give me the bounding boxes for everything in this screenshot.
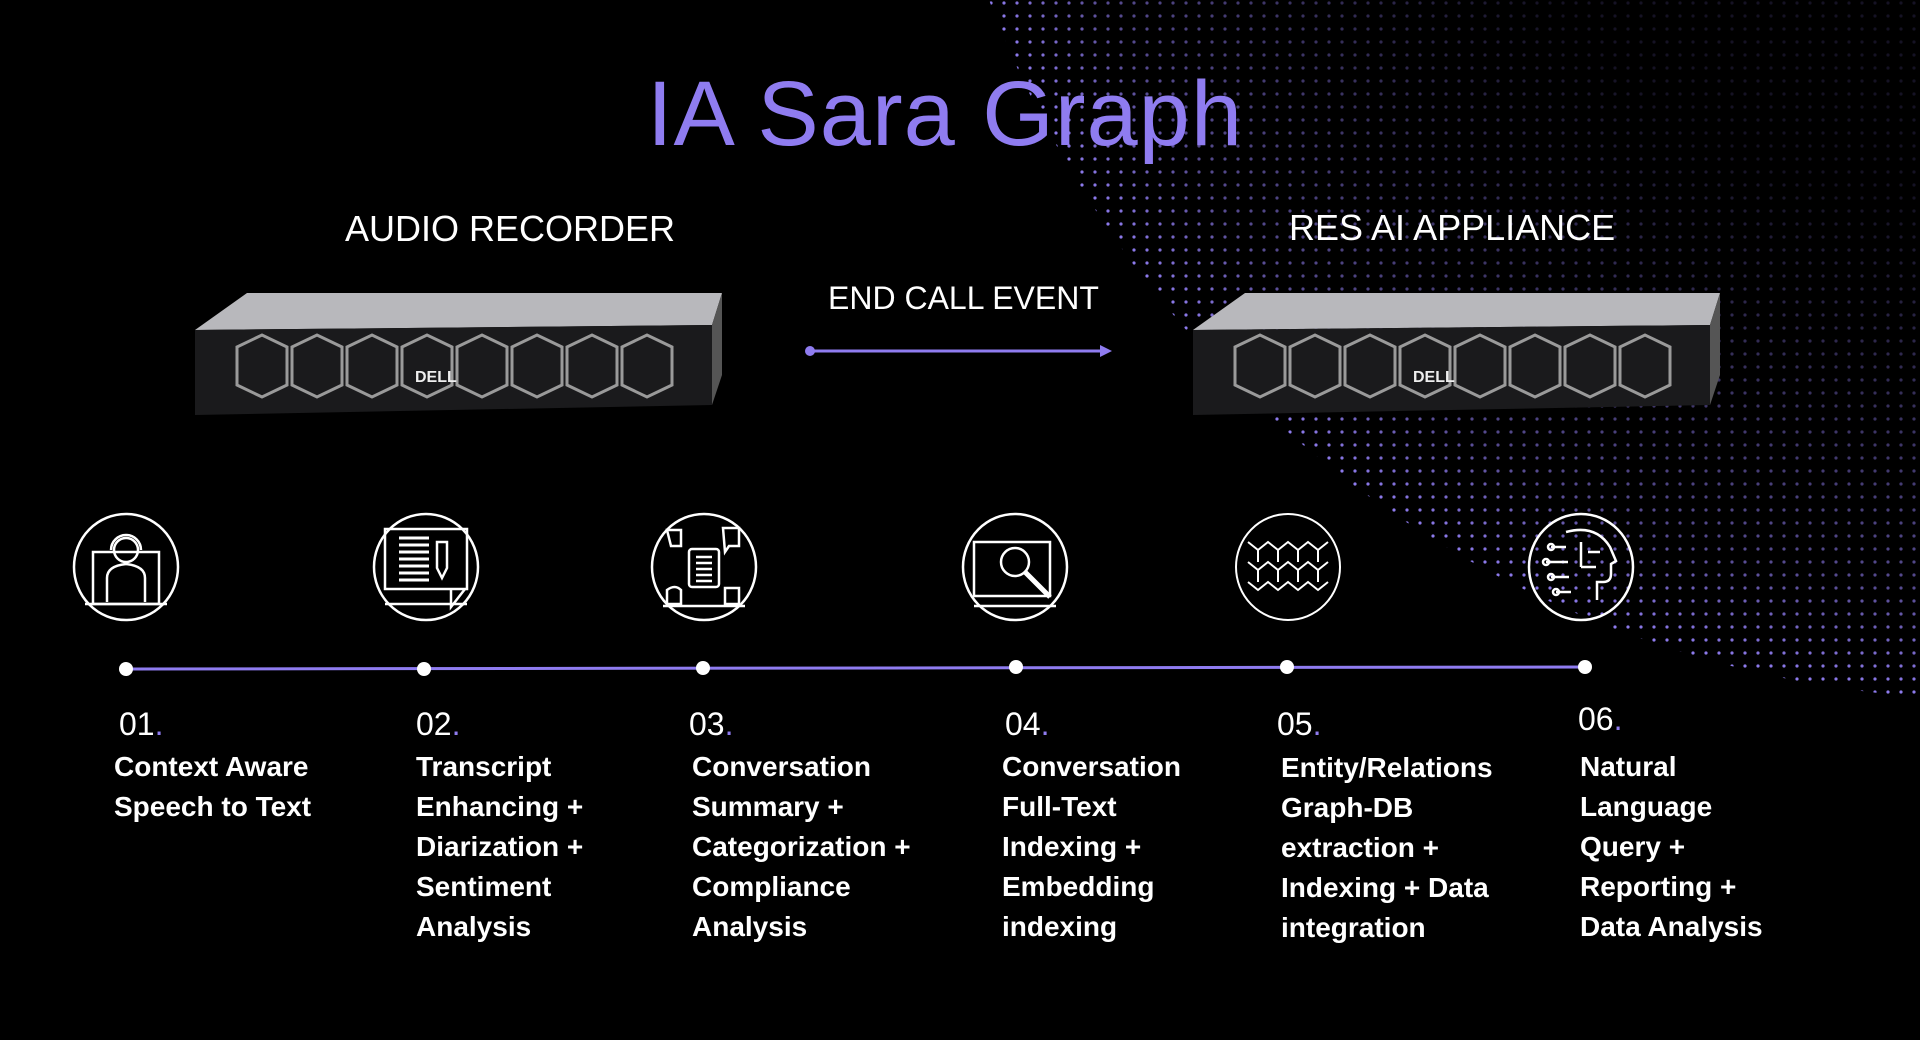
step-line: Language bbox=[1580, 791, 1713, 822]
step-line: Conversation bbox=[1002, 751, 1181, 782]
step-line: Entity/Relations bbox=[1281, 752, 1493, 783]
step-line: Transcript bbox=[416, 751, 552, 782]
step-line: Graph-DB bbox=[1281, 792, 1414, 823]
step-line: Indexing + Data bbox=[1281, 872, 1489, 903]
step-number: 03 bbox=[689, 706, 725, 742]
step-line: Analysis bbox=[692, 911, 808, 942]
step-03-description: Conversation Summary + Categorization + … bbox=[692, 747, 911, 947]
step-number: 06 bbox=[1578, 701, 1614, 737]
step-02: 02. bbox=[416, 706, 461, 742]
graph-network-icon bbox=[1235, 513, 1341, 621]
headset-agent-icon bbox=[72, 512, 180, 622]
step-line: Enhancing + bbox=[416, 791, 584, 822]
step-04: 04. bbox=[1005, 706, 1050, 742]
step-number: 02 bbox=[416, 706, 452, 742]
timeline bbox=[119, 660, 1592, 676]
step-line: Data Analysis bbox=[1580, 911, 1763, 942]
res-ai-appliance-label: RES AI APPLIANCE bbox=[1289, 207, 1616, 248]
step-number: 05 bbox=[1277, 706, 1313, 742]
step-06: 06. bbox=[1578, 701, 1623, 737]
chat-summary-icon bbox=[650, 512, 758, 622]
step-01-description: Context Aware Speech to Text bbox=[114, 747, 311, 827]
step-line: Diarization + bbox=[416, 831, 584, 862]
step-line: Natural bbox=[1580, 751, 1677, 782]
timeline-dot-04 bbox=[1009, 660, 1023, 674]
step-04-description: Conversation Full-Text Indexing + Embedd… bbox=[1002, 747, 1181, 947]
step-05: 05. bbox=[1277, 706, 1322, 742]
step-line: Analysis bbox=[416, 911, 532, 942]
step-line: extraction + bbox=[1281, 832, 1439, 863]
timeline-dot-03 bbox=[696, 661, 710, 675]
svg-text:DELL: DELL bbox=[415, 369, 457, 386]
step-05-description: Entity/Relations Graph-DB extraction + I… bbox=[1281, 748, 1493, 948]
timeline-dot-06 bbox=[1578, 660, 1592, 674]
end-call-event-label: END CALL EVENT bbox=[828, 280, 1099, 316]
step-line: Context Aware bbox=[114, 751, 309, 782]
event-arrow bbox=[805, 345, 1112, 357]
step-01: 01. bbox=[119, 706, 164, 742]
svg-text:DELL: DELL bbox=[1413, 369, 1455, 386]
step-line: Indexing + bbox=[1002, 831, 1142, 862]
step-number: 04 bbox=[1005, 706, 1041, 742]
step-line: Speech to Text bbox=[114, 791, 312, 822]
audio-recorder-server-image: DELL bbox=[195, 293, 722, 415]
step-line: Embedding bbox=[1002, 871, 1155, 902]
step-line: Summary + bbox=[692, 791, 844, 822]
timeline-dot-05 bbox=[1280, 660, 1294, 674]
step-line: Conversation bbox=[692, 751, 871, 782]
step-number: 01 bbox=[119, 706, 155, 742]
res-ai-appliance-server-image: DELL bbox=[1193, 293, 1720, 415]
ai-brain-icon bbox=[1527, 512, 1635, 622]
step-line: Reporting + bbox=[1580, 871, 1737, 902]
step-line: indexing bbox=[1002, 911, 1118, 942]
audio-recorder-label: AUDIO RECORDER bbox=[345, 208, 676, 249]
step-line: Query + bbox=[1580, 831, 1686, 862]
step-line: Full-Text bbox=[1002, 791, 1117, 822]
step-line: Compliance bbox=[692, 871, 851, 902]
step-line: integration bbox=[1281, 912, 1426, 943]
search-monitor-icon bbox=[961, 512, 1069, 622]
page-title: IA Sara Graph bbox=[647, 63, 1243, 165]
step-line: Sentiment bbox=[416, 871, 552, 902]
timeline-dot-02 bbox=[417, 662, 431, 676]
step-03: 03. bbox=[689, 706, 734, 742]
step-02-description: Transcript Enhancing + Diarization + Sen… bbox=[416, 747, 583, 947]
document-edit-icon bbox=[372, 512, 480, 622]
step-line: Categorization + bbox=[692, 831, 911, 862]
step-06-description: Natural Language Query + Reporting + Dat… bbox=[1580, 747, 1763, 947]
timeline-dot-01 bbox=[119, 662, 133, 676]
